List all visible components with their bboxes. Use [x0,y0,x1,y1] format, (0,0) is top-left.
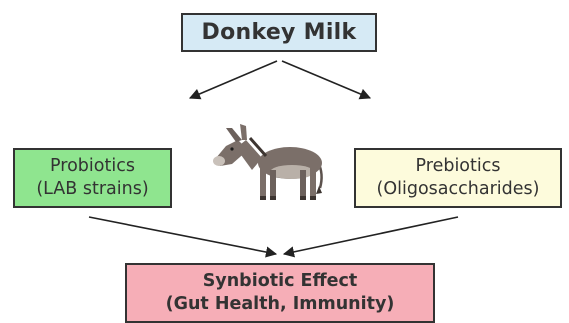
donkey-illustration [213,124,322,200]
synbiotic-effect-label: Synbiotic Effect [203,270,358,293]
donkey-milk-box: Donkey Milk [181,13,377,52]
arrow-title-to-probiotics [190,61,277,98]
synbiotic-effect-detail: (Gut Health, Immunity) [166,293,395,316]
prebiotics-detail: (Oligosaccharides) [377,178,540,201]
probiotics-detail: (LAB strains) [36,178,148,201]
prebiotics-box: Prebiotics (Oligosaccharides) [354,148,562,208]
arrow-title-to-prebiotics [282,61,370,98]
donkey-milk-title: Donkey Milk [202,20,357,45]
probiotics-label: Probiotics [50,155,135,178]
arrow-probiotics-to-effect [89,217,276,254]
arrow-prebiotics-to-effect [284,217,458,254]
prebiotics-label: Prebiotics [416,155,501,178]
synbiotic-effect-box: Synbiotic Effect (Gut Health, Immunity) [125,263,435,323]
probiotics-box: Probiotics (LAB strains) [13,148,172,208]
